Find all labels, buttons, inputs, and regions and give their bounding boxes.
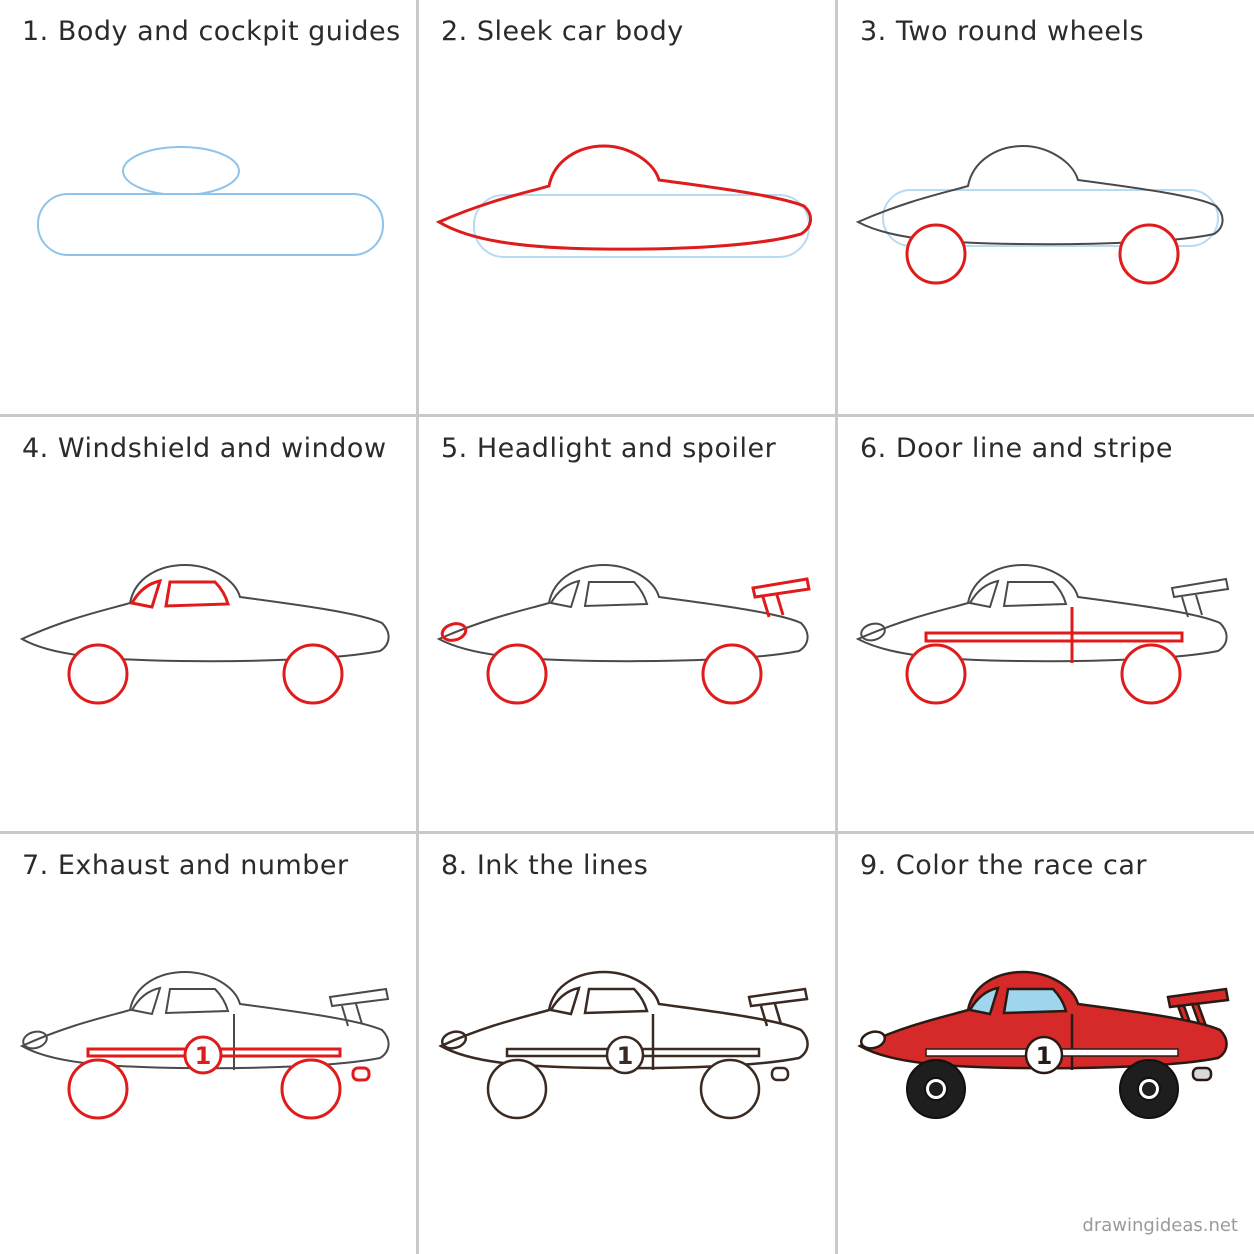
step-title: 3. Two round wheels [860,16,1145,47]
body-guide [882,189,1219,247]
step-panel-4: 4. Windshield and window [0,417,416,831]
side-window [164,580,230,608]
car-body [855,563,1228,663]
headlight [859,1030,887,1050]
headlight [22,1030,48,1050]
windshield [130,986,162,1016]
front-wheel [486,643,548,705]
exhaust-pipe [351,1066,371,1082]
number-circle [1024,1035,1064,1075]
windshield [968,579,1000,609]
windshield [129,579,163,609]
step-7-drawing: 1 [19,970,390,1120]
step-5-drawing [436,563,811,705]
side-window [164,988,230,1015]
rear-wheel [1119,1059,1179,1119]
step-panel-8: 8. Ink the lines 1 [419,834,835,1254]
car-body [19,563,390,663]
cockpit-guide [122,146,240,196]
step-panel-3: 3. Two round wheels [838,0,1254,414]
grid-divider-vertical-1 [416,0,419,1254]
side-stripe [924,631,1184,643]
number-circle [183,1035,223,1075]
step-2-drawing [435,144,813,258]
headlight [440,1030,468,1050]
windshield [549,986,581,1016]
step-title: 9. Color the race car [860,850,1147,881]
headlight [440,622,468,642]
front-wheel [486,1058,548,1120]
spoiler [747,987,809,1027]
spoiler [328,987,390,1027]
car-number: 1 [195,1042,212,1070]
step-panel-6: 6. Door line and stripe [838,417,1254,831]
rear-wheel [701,643,763,705]
car-body [855,144,1224,246]
car-body [857,970,1228,1070]
spoiler [751,577,811,618]
front-wheel [906,1059,966,1119]
car-number: 1 [617,1042,634,1070]
car-number: 1 [1036,1042,1053,1070]
step-9-drawing: 1 [857,970,1230,1119]
rear-wheel [1120,643,1182,705]
watermark: drawingideas.net [1082,1215,1238,1236]
grid-divider-horizontal-1 [0,414,1254,417]
grid-divider-vertical-2 [835,0,838,1254]
step-4-drawing [19,563,390,705]
front-wheel [67,643,129,705]
windshield [549,579,581,609]
front-wheel [905,223,967,285]
side-window [583,987,649,1015]
step-panel-7: 7. Exhaust and number 1 [0,834,416,1254]
rear-wheel [1118,223,1180,285]
windshield [968,986,1000,1016]
step-title: 7. Exhaust and number [22,850,349,881]
front-wheel [905,643,967,705]
side-window [1002,581,1068,608]
side-window [583,581,649,608]
step-panel-2: 2. Sleek car body [419,0,835,414]
headlight [860,622,886,642]
step-panel-1: 1. Body and cockpit guides [0,0,416,414]
step-title: 2. Sleek car body [441,16,684,47]
step-title: 6. Door line and stripe [860,433,1174,464]
number-circle [605,1035,645,1075]
exhaust-pipe [770,1066,790,1082]
rear-wheel [699,1058,761,1120]
exhaust-pipe [1191,1066,1213,1082]
step-3-drawing [855,144,1224,285]
side-window [1002,987,1068,1015]
step-title: 1. Body and cockpit guides [22,16,401,47]
grid-divider-horizontal-2 [0,831,1254,834]
rear-wheel [282,643,344,705]
step-1-drawing [37,146,384,256]
car-body [436,563,809,663]
car-body-outline [435,144,813,251]
front-wheel [67,1058,129,1120]
body-guide [37,193,384,256]
rear-wheel [280,1058,342,1120]
step-8-drawing: 1 [438,970,809,1120]
step-panel-5: 5. Headlight and spoiler [419,417,835,831]
spoiler [1170,577,1230,618]
step-title: 8. Ink the lines [441,850,649,881]
step-title: 4. Windshield and window [22,433,387,464]
step-6-drawing [855,563,1230,705]
step-title: 5. Headlight and spoiler [441,433,777,464]
step-panel-9: 9. Color the race car 1 [838,834,1254,1254]
